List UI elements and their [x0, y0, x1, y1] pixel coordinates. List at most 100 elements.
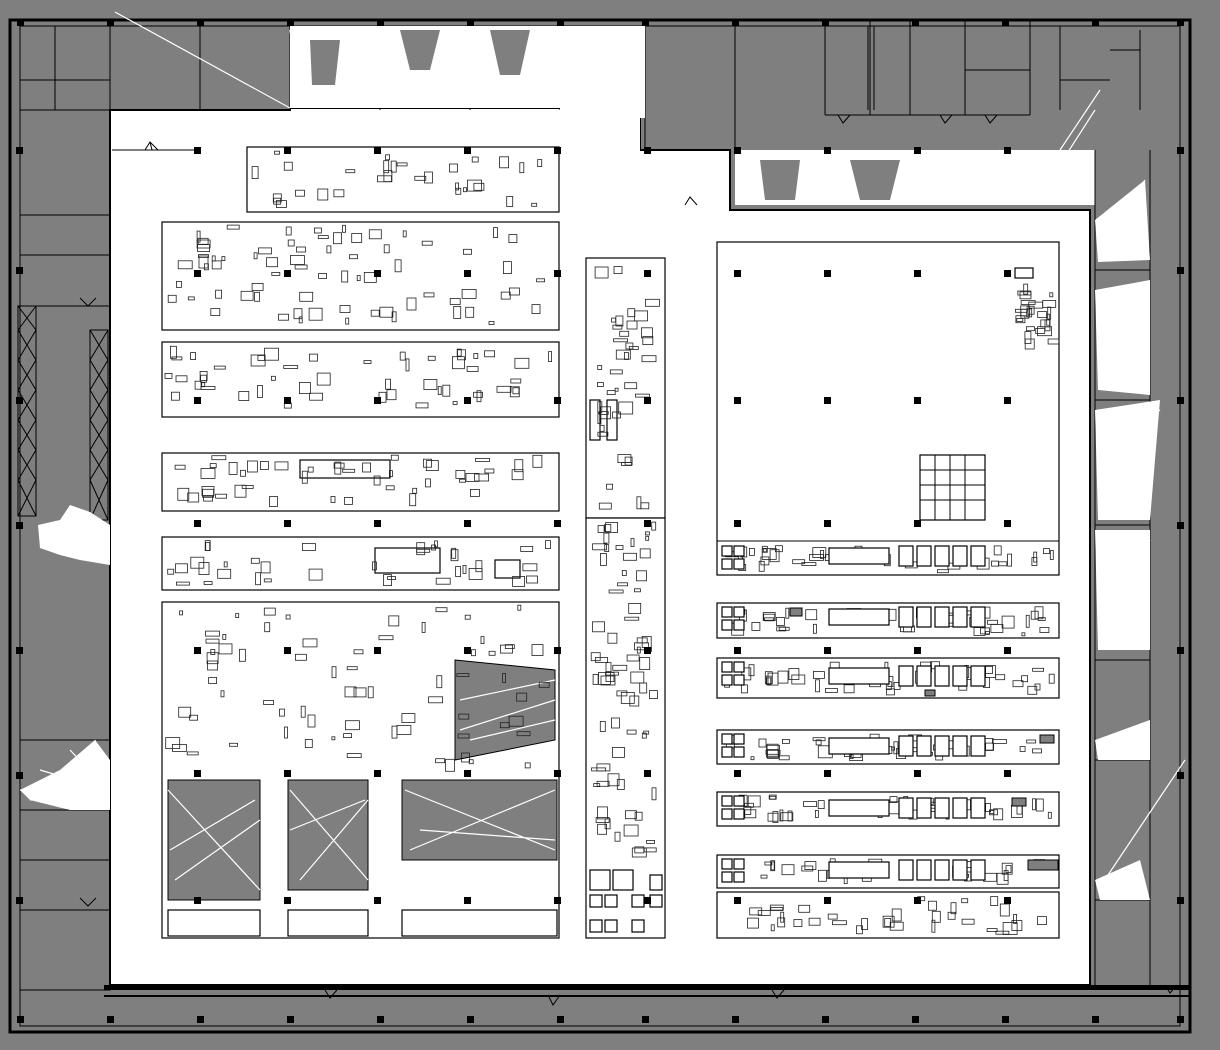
column-pillar — [194, 647, 201, 654]
column-pillar — [1004, 520, 1011, 527]
equipment-outline — [594, 266, 609, 279]
equipment-outline — [597, 823, 607, 835]
left-truss-structures — [17, 305, 109, 521]
equipment-outline — [792, 559, 806, 565]
equipment-outline — [469, 488, 480, 497]
equipment-outline — [1033, 551, 1038, 563]
equipment-outline — [744, 809, 757, 819]
equipment-outline — [205, 542, 211, 551]
equipment-outline — [767, 749, 779, 759]
wall-pillar — [467, 1016, 474, 1023]
equipment-outline — [950, 902, 957, 915]
equipment-outline — [615, 349, 631, 360]
conveyor-section — [828, 608, 890, 626]
equipment-outline — [931, 910, 941, 923]
equipment-outline — [817, 800, 825, 809]
equipment-outline — [634, 588, 641, 593]
shelving-block-5 — [161, 536, 560, 591]
equipment-outline — [604, 818, 611, 830]
equipment-outline — [639, 548, 651, 559]
column-pillar — [464, 770, 471, 777]
equipment-outline — [425, 460, 439, 472]
equipment-outline — [455, 182, 460, 191]
equipment-outline — [435, 758, 446, 764]
equipment-outline — [1021, 632, 1026, 637]
station-box — [721, 858, 733, 870]
equipment-outline — [1031, 557, 1038, 566]
wall-pillar — [1177, 267, 1184, 274]
equipment-outline — [1039, 627, 1050, 633]
column-pillar — [194, 397, 201, 404]
equipment-outline — [600, 675, 616, 686]
equipment-outline — [170, 391, 180, 401]
equipment-outline — [475, 560, 483, 573]
column-pillar — [734, 397, 741, 404]
equipment-outline — [349, 254, 358, 260]
station-box — [721, 733, 733, 745]
equipment-outline — [625, 810, 637, 820]
equipment-outline — [788, 668, 800, 680]
equipment-outline — [1049, 550, 1054, 560]
equipment-block — [924, 689, 936, 697]
equipment-outline — [749, 548, 755, 556]
equipment-outline — [200, 385, 216, 390]
equipment-outline — [780, 812, 794, 822]
equipment-outline — [1001, 862, 1013, 875]
equipment-outline — [592, 543, 607, 551]
equipment-outline — [631, 847, 647, 858]
equipment-outline — [475, 457, 490, 462]
equipment-outline — [801, 865, 814, 872]
equipment-outline — [613, 266, 623, 275]
equipment-outline — [1025, 614, 1030, 628]
station-box — [733, 871, 745, 883]
column-pillar — [374, 397, 381, 404]
equipment-outline — [455, 187, 462, 195]
equipment-outline — [516, 692, 528, 702]
equipment-outline — [254, 291, 261, 302]
wall-pillar — [557, 19, 564, 26]
equipment-outline — [616, 690, 628, 697]
conveyor-module — [970, 735, 986, 757]
conveyor-module — [970, 797, 986, 819]
equipment-outline — [455, 469, 466, 479]
equipment-outline — [597, 431, 609, 437]
equipment-outline — [766, 744, 780, 758]
equipment-outline — [474, 473, 490, 482]
equipment-outline — [199, 370, 208, 381]
equipment-outline — [353, 649, 364, 655]
equipment-outline — [402, 230, 407, 238]
equipment-outline — [651, 521, 657, 531]
equipment-outline — [825, 688, 838, 693]
equipment-outline — [782, 739, 790, 744]
equipment-outline — [626, 320, 638, 330]
equipment-outline — [210, 649, 216, 655]
equipment-outline — [512, 576, 525, 587]
column-pillar — [194, 770, 201, 777]
equipment-outline — [770, 924, 775, 932]
equipment-outline — [761, 548, 777, 560]
equipment-outline — [598, 410, 609, 415]
equipment-outline — [1024, 331, 1032, 345]
equipment-outline — [289, 255, 305, 265]
equipment-outline — [241, 484, 254, 489]
equipment-outline — [769, 904, 784, 911]
station-box — [721, 871, 733, 883]
equipment-block — [1039, 734, 1055, 744]
equipment-outline — [421, 622, 426, 633]
equipment-outline — [346, 753, 362, 758]
equipment-outline — [815, 739, 822, 746]
equipment-outline — [209, 463, 217, 469]
equipment-outline — [1047, 306, 1052, 320]
equipment-outline — [178, 706, 192, 718]
station-box — [721, 661, 733, 673]
equipment-outline — [274, 150, 280, 155]
station-box — [721, 619, 733, 631]
equipment-outline — [606, 390, 616, 396]
equipment-outline — [995, 930, 1010, 935]
equipment-outline — [293, 308, 303, 320]
equipment-outline — [621, 570, 627, 576]
conveyor-module — [898, 545, 914, 567]
equipment-outline — [363, 360, 372, 364]
equipment-outline — [391, 311, 397, 323]
equipment-outline — [595, 657, 608, 663]
